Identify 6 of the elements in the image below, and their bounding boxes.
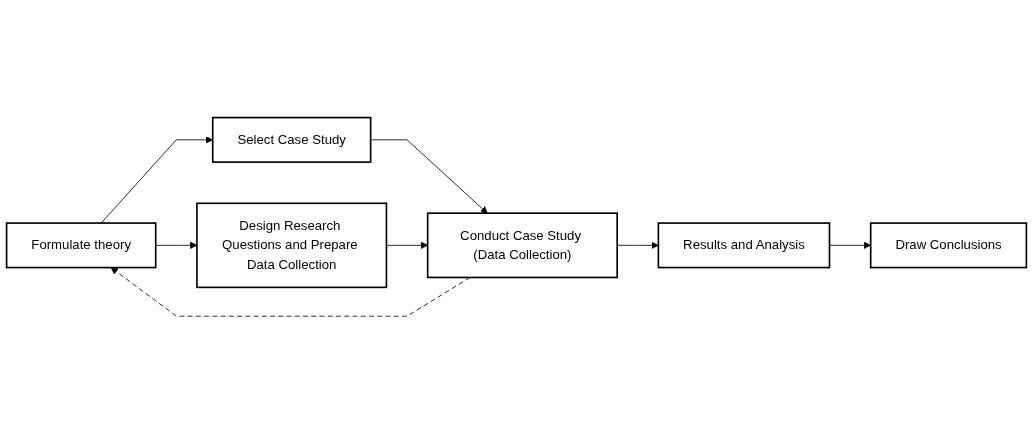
node-box: Design Research Questions and Prepare Data Collection <box>196 202 388 289</box>
node-box: Formulate theory <box>5 222 157 269</box>
node-box: Results and Analysis <box>657 222 831 269</box>
node-box: Conduct Case Study (Data Collection) <box>426 212 618 279</box>
node-box: Select Case Study <box>211 116 372 164</box>
node-box: Draw Conclusions <box>869 222 1028 269</box>
